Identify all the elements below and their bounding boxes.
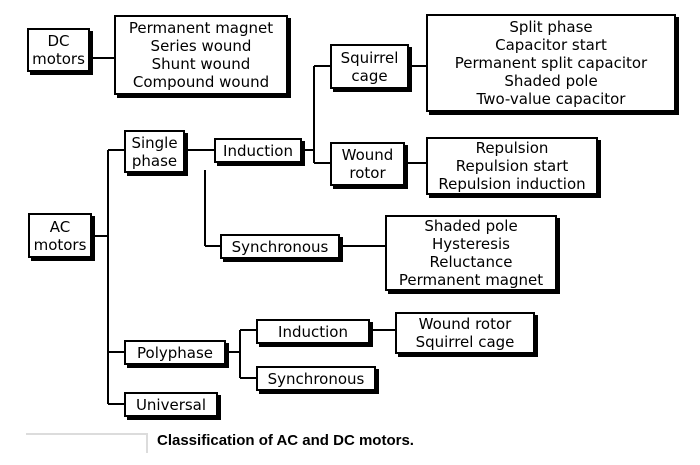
box-label-line: cage bbox=[351, 66, 388, 85]
box-label-line: Compound wound bbox=[132, 73, 270, 91]
box-label-line: Induction bbox=[223, 141, 293, 160]
box-label-line: Shaded pole bbox=[504, 72, 598, 90]
box-label-line: Single bbox=[131, 133, 178, 152]
box-label-line: Induction bbox=[278, 322, 348, 341]
box-label-line: Permanent split capacitor bbox=[454, 54, 648, 72]
box-label-line: Hysteresis bbox=[432, 235, 510, 253]
box-label-line: Wound rotor bbox=[418, 315, 512, 333]
box-label-line: Synchronous bbox=[231, 237, 329, 256]
box-label-line: Two-value capacitor bbox=[476, 90, 626, 108]
polyphase-induction-box: Induction bbox=[256, 319, 370, 344]
box-label-line: rotor bbox=[349, 164, 386, 182]
box-label-line: Polyphase bbox=[137, 343, 213, 362]
box-label-line: Squirrel bbox=[340, 48, 399, 67]
box-label-line: Shunt wound bbox=[151, 55, 251, 73]
universal-box: Universal bbox=[124, 392, 218, 417]
caption-rule bbox=[26, 433, 146, 435]
box-label-line: Repulsion start bbox=[455, 157, 569, 175]
box-label-line: Capacitor start bbox=[495, 36, 607, 54]
polyphase-box: Polyphase bbox=[124, 340, 226, 365]
box-label-line: motors bbox=[32, 50, 85, 68]
box-label-line: Repulsion induction bbox=[438, 175, 586, 193]
box-label-line: Wound bbox=[341, 146, 394, 164]
box-label-line: Series wound bbox=[150, 37, 252, 55]
box-label-line: Reluctance bbox=[429, 253, 513, 271]
caption-rule-tick bbox=[146, 433, 148, 453]
box-label-line: Synchronous bbox=[267, 369, 365, 388]
box-label-line: Permanent magnet bbox=[128, 19, 274, 37]
single-phase-induction-box: Induction bbox=[214, 138, 302, 163]
diagram-caption: Classification of AC and DC motors. bbox=[157, 432, 414, 449]
box-label-line: motors bbox=[33, 235, 87, 254]
box-label-line: Split phase bbox=[509, 18, 593, 36]
box-label-line: AC bbox=[49, 217, 71, 236]
box-label-line: phase bbox=[131, 151, 178, 170]
single-phase-synchronous-box: Synchronous bbox=[220, 234, 340, 259]
box-label-line: Permanent magnet bbox=[398, 271, 544, 289]
polyphase-synchronous-box: Synchronous bbox=[256, 366, 376, 391]
box-label-line: DC bbox=[47, 32, 70, 50]
box-label-line: Universal bbox=[135, 395, 207, 414]
box-label-line: Squirrel cage bbox=[415, 333, 515, 351]
box-label-line: Shaded pole bbox=[424, 217, 518, 235]
box-label-line: Repulsion bbox=[475, 139, 549, 157]
